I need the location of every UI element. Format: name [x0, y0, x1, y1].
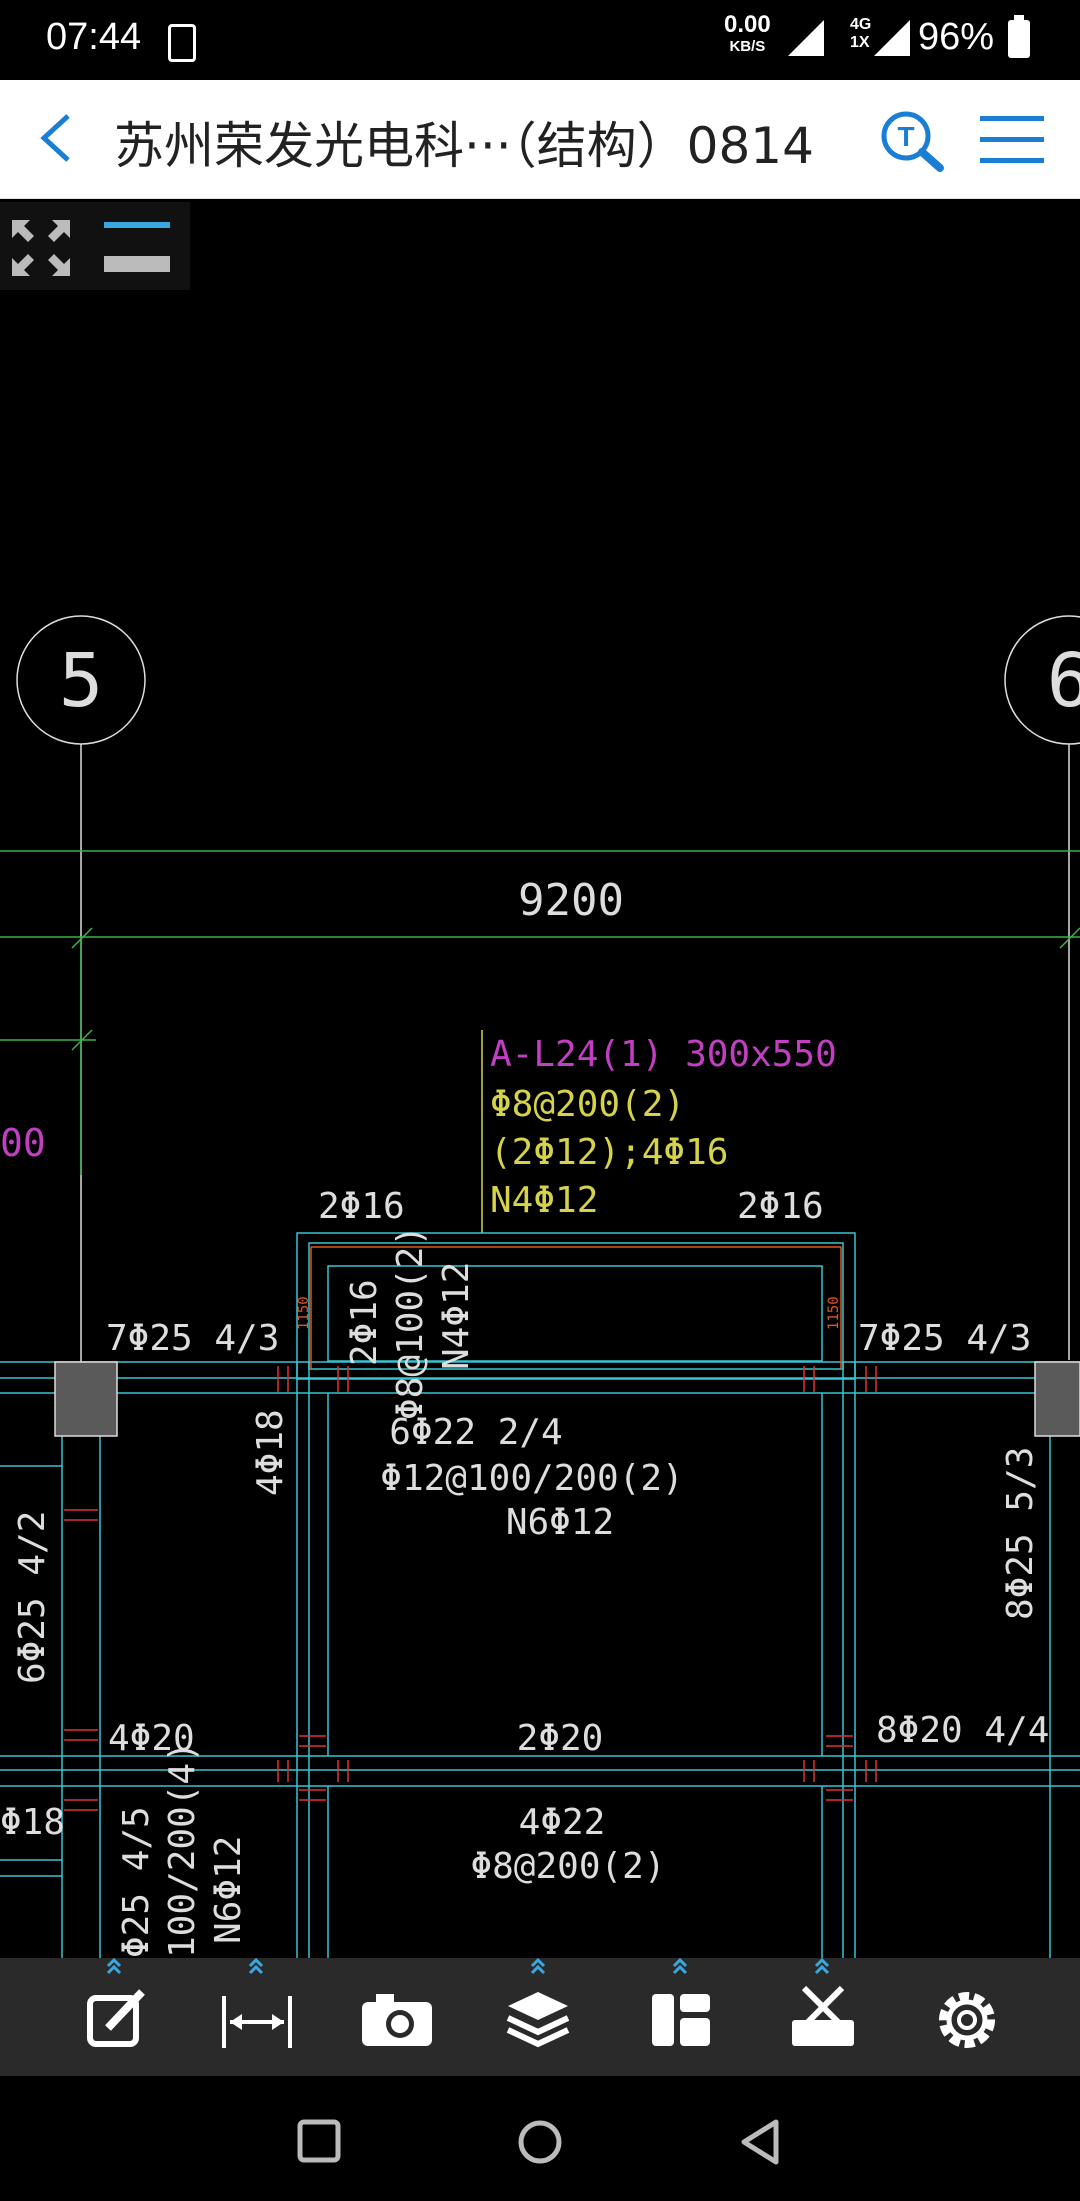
- rebar-label-vertical: 2Φ16: [344, 1279, 385, 1366]
- cell-signal-icon: [874, 20, 910, 56]
- rebar-label: 6Φ22 2/4: [389, 1412, 562, 1453]
- camera-icon: [362, 1994, 432, 2046]
- view-tools-panel: [0, 202, 190, 290]
- fullscreen-expand-icon[interactable]: [10, 218, 72, 278]
- hamburger-menu-icon[interactable]: [976, 110, 1048, 170]
- status-bar: 07:44 0.00 KB/S 4G 1X 96%: [0, 0, 1080, 80]
- toolbar-settings-button[interactable]: [910, 1958, 1020, 2076]
- search-icon[interactable]: T: [878, 108, 948, 172]
- dimension-1150-left: 1150: [296, 1296, 312, 1330]
- rebar-label: Φ8@200(2): [470, 1846, 665, 1887]
- layout-icon: [652, 1958, 710, 2046]
- rebar-label: 4Φ20: [108, 1718, 195, 1759]
- tools-icon: [792, 1958, 854, 2046]
- app-header: 苏州荣发光电科···（结构）0814 T: [0, 80, 1080, 199]
- toolbar-measure-button[interactable]: [202, 1958, 312, 2076]
- rebar-label-vertical: Φ25 4/5: [116, 1806, 157, 1958]
- network-speed-value: 0.00: [724, 11, 771, 38]
- rebar-label: 2Φ16: [737, 1186, 824, 1227]
- rebar-label-vertical: 4Φ18: [250, 1409, 291, 1496]
- download-notification-icon: [168, 24, 196, 62]
- edit-icon: [87, 1958, 145, 2047]
- rebar-label-vertical: N6Φ12: [208, 1836, 249, 1944]
- layers-icon: [506, 1958, 570, 2048]
- axis-label-5: 5: [59, 638, 104, 724]
- svg-text:T: T: [897, 121, 914, 152]
- network-type: 4G 1X: [850, 16, 871, 52]
- layers-toggle-icon[interactable]: [104, 220, 170, 276]
- network-speed: 0.00 KB/S: [724, 11, 771, 58]
- cad-drawing: 5 6 9200 00 A-L24(1) 300x550 Φ8@200(2) (…: [0, 615, 1080, 1958]
- column-block-left: [54, 1361, 118, 1437]
- rebar-label: Φ12@100/200(2): [380, 1458, 683, 1499]
- status-time: 07:44: [46, 16, 142, 58]
- battery-icon: [1008, 15, 1030, 58]
- rebar-label: 8Φ20 4/4: [876, 1710, 1049, 1751]
- rebar-label: 2Φ20: [517, 1718, 604, 1759]
- document-title: 苏州荣发光电科···（结构）0814: [114, 117, 814, 175]
- rebar-label: 2Φ16: [318, 1186, 405, 1227]
- battery-percent: 96%: [918, 16, 995, 58]
- network-type-top: 4G: [850, 16, 872, 33]
- measure-icon: [222, 1958, 292, 2048]
- beam-stirrup: Φ8@200(2): [490, 1084, 685, 1125]
- beam-label: A-L24(1) 300x550: [490, 1034, 837, 1075]
- toolbar-edit-button[interactable]: [60, 1958, 170, 2076]
- bottom-toolbar: [0, 1958, 1080, 2076]
- left-partial-dimension: 00: [0, 1121, 46, 1165]
- triangle-back-icon[interactable]: [732, 2112, 792, 2172]
- circle-home-icon[interactable]: [510, 2112, 570, 2172]
- dimension-label: 9200: [518, 875, 624, 926]
- square-recents-icon[interactable]: [290, 2112, 350, 2172]
- toolbar-tools-button[interactable]: [768, 1958, 878, 2076]
- rebar-label-vertical: 100/200(4): [162, 1741, 203, 1958]
- rebar-label-vertical: 6Φ25 4/2: [12, 1511, 53, 1684]
- rebar-label-vertical: Φ8@100(2): [390, 1225, 431, 1420]
- beam-torsion: N4Φ12: [490, 1180, 598, 1221]
- axis-label-6: 6: [1047, 638, 1080, 724]
- toolbar-layers-button[interactable]: [484, 1958, 594, 2076]
- system-navigation-bar: [0, 2076, 1080, 2201]
- beam-bars: (2Φ12);4Φ16: [490, 1132, 728, 1173]
- rebar-label: 7Φ25 4/3: [858, 1318, 1031, 1359]
- network-speed-unit: KB/S: [729, 38, 766, 55]
- toolbar-layout-button[interactable]: [626, 1958, 736, 2076]
- dimension-1150-right: 1150: [826, 1296, 842, 1330]
- rebar-label: N6Φ12: [506, 1502, 614, 1543]
- cad-drawing-canvas[interactable]: 5 6 9200 00 A-L24(1) 300x550 Φ8@200(2) (…: [0, 198, 1080, 1958]
- chevron-left-icon[interactable]: [30, 110, 86, 166]
- toolbar-camera-button[interactable]: [342, 1958, 452, 2076]
- wifi-signal-icon: [788, 20, 824, 56]
- column-block-right: [1034, 1361, 1080, 1437]
- beam-outline: [296, 1232, 856, 1380]
- rebar-label-vertical: 8Φ25 5/3: [1000, 1447, 1041, 1620]
- network-type-bottom: 1X: [850, 34, 870, 51]
- rebar-label: 4Φ22: [519, 1802, 606, 1843]
- rebar-label: Φ18: [0, 1802, 65, 1843]
- rebar-label: 7Φ25 4/3: [106, 1318, 279, 1359]
- settings-gear-icon: [939, 1992, 995, 2048]
- rebar-label-vertical: N4Φ12: [436, 1262, 477, 1370]
